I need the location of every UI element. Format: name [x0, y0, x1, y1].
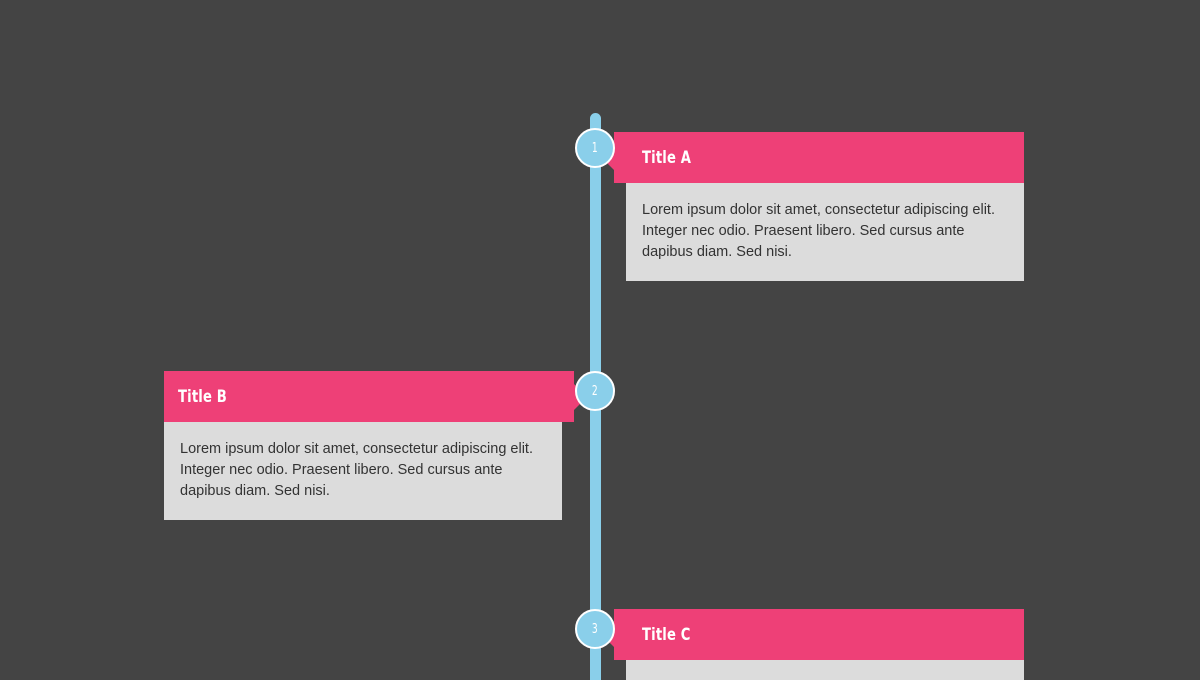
timeline-card-title-2: Title B [178, 386, 228, 407]
timeline-card-body-text-2: Lorem ipsum dolor sit amet, consectetur … [180, 441, 533, 499]
timeline-card-body-2: Lorem ipsum dolor sit amet, consectetur … [164, 422, 562, 520]
timeline-marker-1[interactable]: 1 [575, 128, 615, 168]
timeline-card-header-1: Title A [614, 132, 1024, 183]
timeline-marker-number-1: 1 [592, 140, 598, 156]
timeline-card-title-1: Title A [642, 147, 692, 168]
timeline-card-3[interactable]: Title C Lorem ipsum dolor sit amet, cons… [614, 609, 1024, 680]
timeline-card-title-3: Title C [642, 624, 691, 645]
timeline-card-header-3: Title C [614, 609, 1024, 660]
timeline-marker-number-3: 3 [592, 621, 598, 637]
timeline-card-body-text-1: Lorem ipsum dolor sit amet, consectetur … [642, 202, 995, 260]
timeline-card-1[interactable]: Title A Lorem ipsum dolor sit amet, cons… [614, 132, 1024, 281]
timeline-card-body-1: Lorem ipsum dolor sit amet, consectetur … [626, 183, 1024, 281]
timeline-card-body-3: Lorem ipsum dolor sit amet, consectetur … [626, 660, 1024, 680]
timeline-marker-3[interactable]: 3 [575, 609, 615, 649]
timeline-card-header-2: Title B [164, 371, 574, 422]
timeline-marker-number-2: 2 [592, 383, 598, 399]
timeline-card-2[interactable]: Title B Lorem ipsum dolor sit amet, cons… [164, 371, 574, 520]
timeline-marker-2[interactable]: 2 [575, 371, 615, 411]
